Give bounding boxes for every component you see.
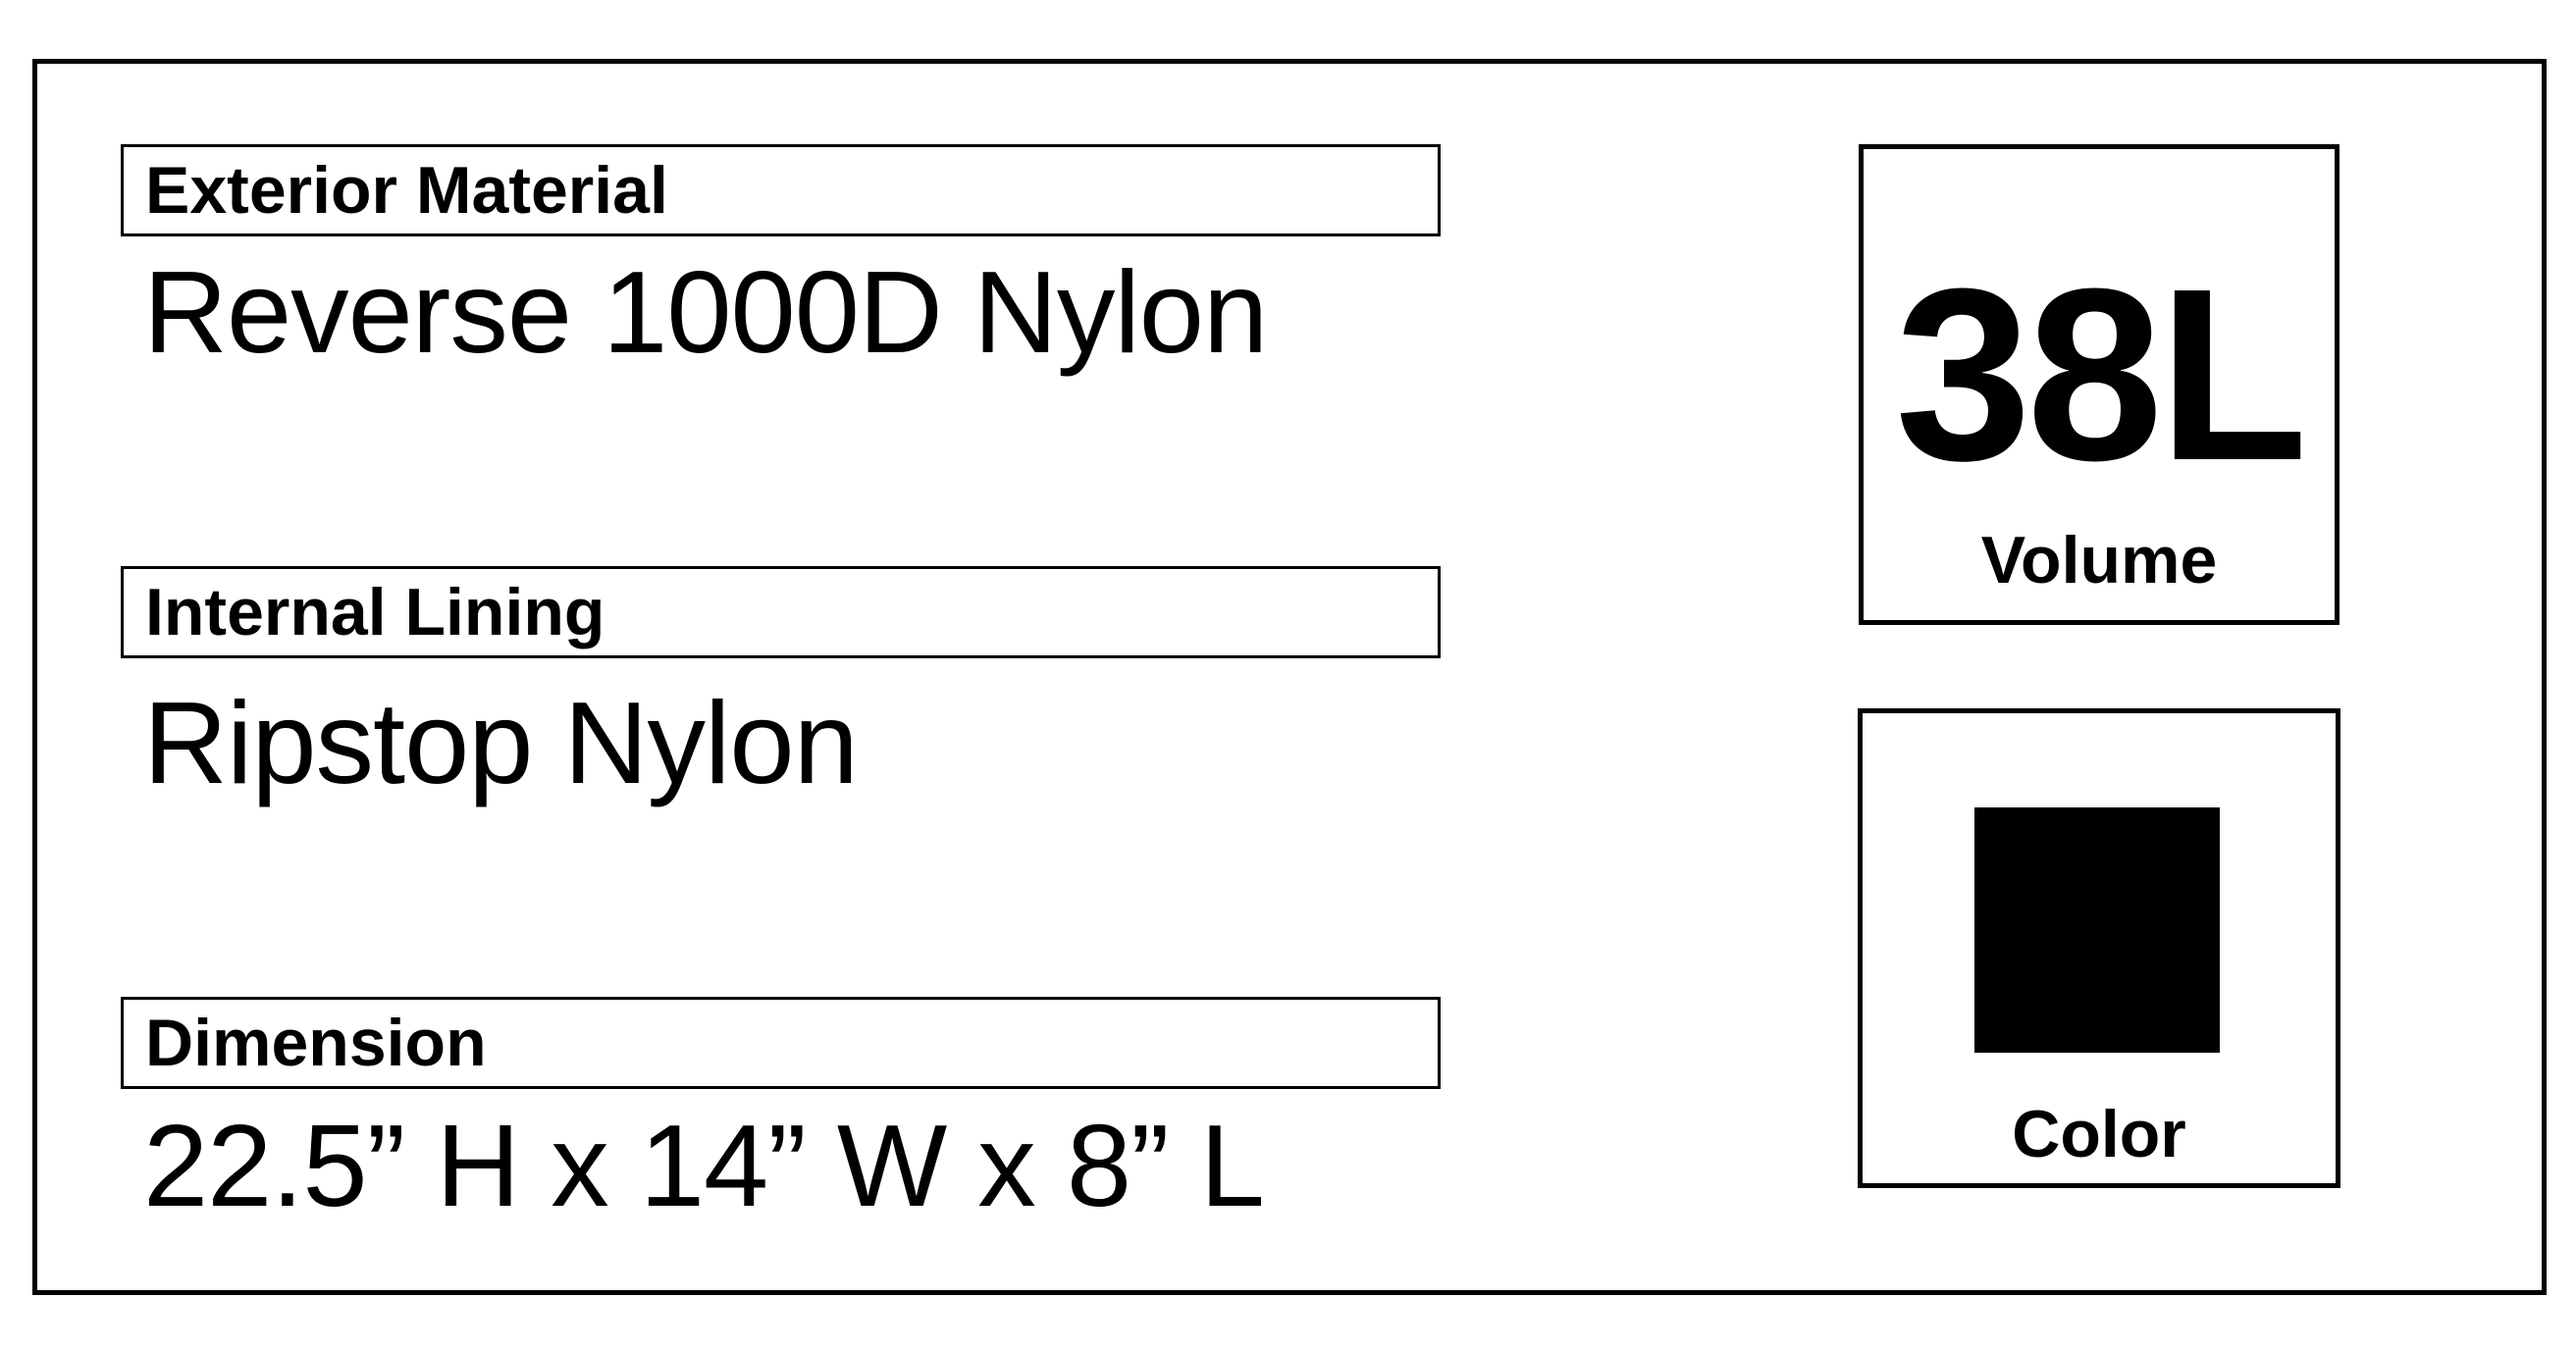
spec-value-internal-lining: Ripstop Nylon — [143, 678, 859, 808]
spec-label-exterior-material: Exterior Material — [145, 153, 668, 228]
color-swatch — [1974, 807, 2220, 1053]
color-caption: Color — [2012, 1097, 2186, 1171]
spec-value-dimension: 22.5” H x 14” W x 8” L — [143, 1101, 1265, 1231]
spec-label-box-dimension: Dimension — [121, 997, 1441, 1089]
card-outer-frame — [32, 59, 2547, 1295]
spec-label-internal-lining: Internal Lining — [145, 575, 605, 649]
volume-value: 38L — [1895, 237, 2308, 511]
volume-box: 38L Volume — [1859, 144, 2339, 625]
spec-value-exterior-material: Reverse 1000D Nylon — [143, 247, 1268, 378]
spec-label-box-internal-lining: Internal Lining — [121, 566, 1441, 658]
volume-caption: Volume — [1980, 523, 2218, 597]
spec-label-dimension: Dimension — [145, 1006, 487, 1080]
color-box: Color — [1858, 708, 2340, 1188]
spec-label-box-exterior-material: Exterior Material — [121, 144, 1441, 236]
